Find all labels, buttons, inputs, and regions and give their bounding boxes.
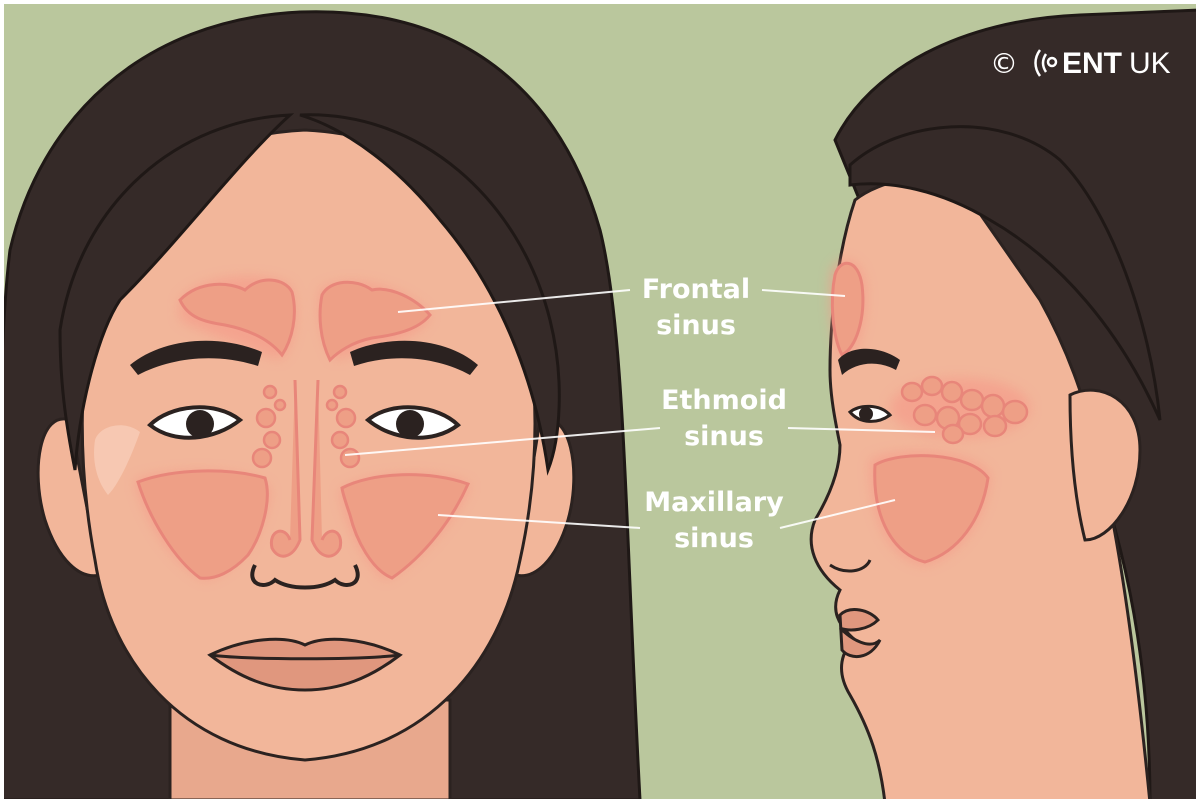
brand-uk: UK <box>1129 47 1171 80</box>
ethmoid-label-line2: sinus <box>684 421 764 452</box>
front-face-view <box>0 12 640 800</box>
ethmoid-label-line1: Ethmoid <box>661 385 787 416</box>
brand-ent: ENT <box>1062 47 1122 80</box>
frontal-label-line2: sinus <box>656 310 736 341</box>
maxillary-label-line1: Maxillary <box>644 487 784 518</box>
side-pupil <box>859 407 873 421</box>
frontal-label-line1: Frontal <box>642 274 750 305</box>
maxillary-label-line2: sinus <box>674 523 754 554</box>
copyright-symbol: © <box>990 47 1018 80</box>
watermark: © ENT UK <box>990 47 1171 80</box>
